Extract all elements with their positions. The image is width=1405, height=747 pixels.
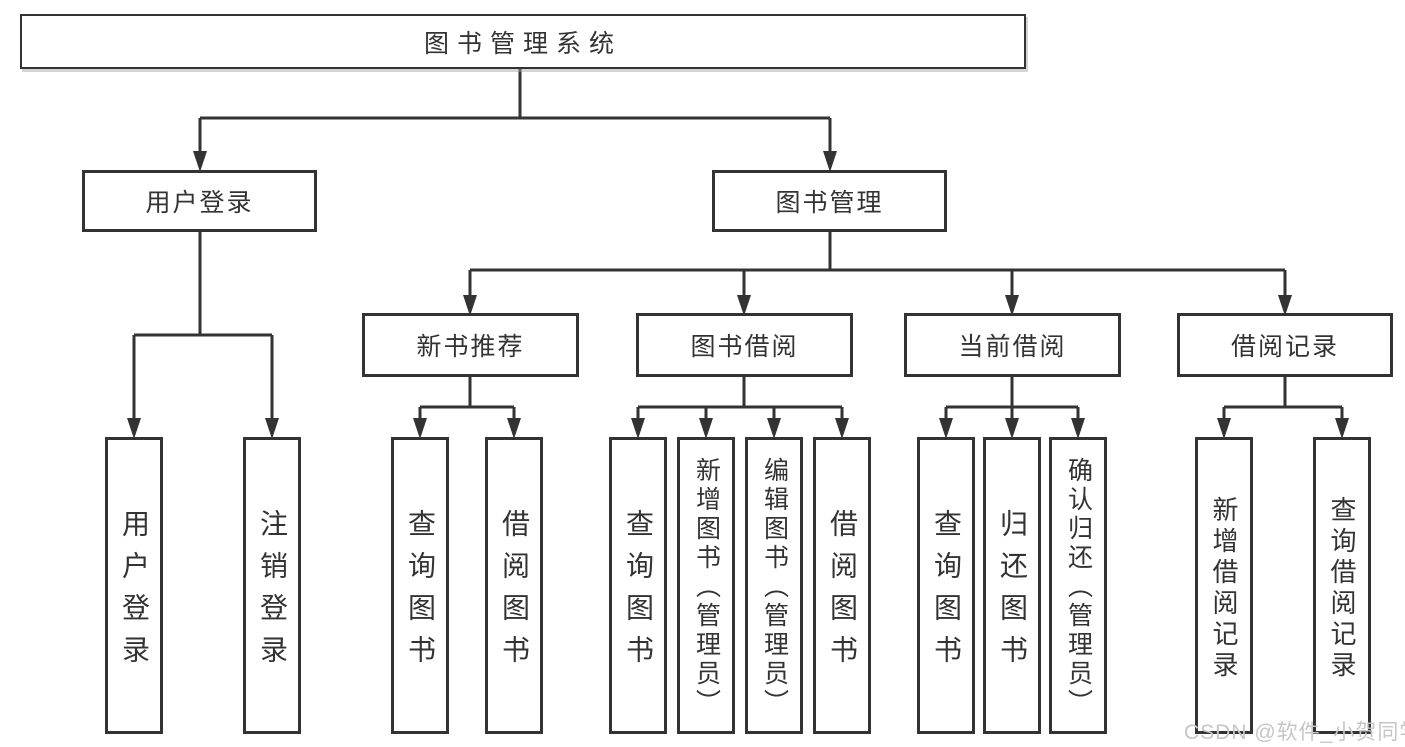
node-label: 确认归还（管理员） <box>1064 457 1093 718</box>
leaf-bb-query-books: 查询图书 <box>609 437 667 734</box>
connector-new-book-rec-to-leaves <box>418 377 516 425</box>
node-label: 新增借阅记录 <box>1209 495 1239 682</box>
node-label: 查询图书 <box>931 508 962 677</box>
leaf-rec-borrow-books: 借阅图书 <box>485 437 543 734</box>
arrowhead <box>413 418 427 439</box>
csdn-watermark: CSDN @软件_小贺同学 <box>1184 721 1405 744</box>
node-label: 图书管理 <box>775 189 884 217</box>
arrowhead <box>507 418 521 439</box>
arrowhead <box>823 151 837 172</box>
arrowhead <box>265 418 279 439</box>
node-book-management: 图书管理 <box>712 170 947 232</box>
leaf-user-login: 用户登录 <box>105 437 163 734</box>
connector-root-to-level2 <box>198 69 832 158</box>
node-label: 查询借阅记录 <box>1327 495 1357 682</box>
node-label: 图书管理系统 <box>423 29 622 58</box>
connector-book-borrow-to-leaves <box>636 377 844 425</box>
node-label: 查询图书 <box>623 508 654 677</box>
node-label: 新增图书（管理员） <box>692 457 721 718</box>
node-label: 注销登录 <box>257 508 288 677</box>
node-label: 新书推荐 <box>416 333 525 361</box>
node-book-borrowing: 图书借阅 <box>636 313 853 377</box>
node-label: 图书借阅 <box>690 333 799 361</box>
leaf-rec-query-books: 查询图书 <box>391 437 449 734</box>
node-label: 用户登录 <box>119 508 150 677</box>
arrowhead <box>1005 418 1019 439</box>
arrowhead <box>1335 418 1349 439</box>
node-user-login: 用户登录 <box>82 170 317 232</box>
arrowhead <box>939 418 953 439</box>
leaf-br-query-record: 查询借阅记录 <box>1313 437 1371 734</box>
connector-book-mgmt-to-level3 <box>468 232 1287 302</box>
leaf-bb-borrow-books: 借阅图书 <box>813 437 871 734</box>
leaf-cb-confirm-return-admin: 确认归还（管理员） <box>1049 437 1107 734</box>
node-label: 归还图书 <box>997 508 1028 677</box>
leaf-logout: 注销登录 <box>243 437 301 734</box>
arrowhead <box>1278 295 1292 316</box>
node-borrowing-records: 借阅记录 <box>1177 313 1393 377</box>
connector-borrow-records-to-leaves <box>1222 377 1344 425</box>
arrowhead <box>127 418 141 439</box>
arrowhead <box>699 418 713 439</box>
arrowhead <box>463 295 477 316</box>
leaf-br-add-record: 新增借阅记录 <box>1195 437 1253 734</box>
connector-current-borrow-to-leaves <box>944 377 1080 425</box>
leaf-cb-return-books: 归还图书 <box>983 437 1041 734</box>
leaf-bb-edit-books-admin: 编辑图书（管理员） <box>745 437 803 734</box>
node-label: 编辑图书（管理员） <box>760 457 789 718</box>
arrowhead <box>1217 418 1231 439</box>
arrowhead <box>835 418 849 439</box>
arrowhead <box>767 418 781 439</box>
arrowhead <box>1005 295 1019 316</box>
node-current-borrowing: 当前借阅 <box>904 313 1121 377</box>
node-label: 当前借阅 <box>958 333 1067 361</box>
arrowhead <box>1071 418 1085 439</box>
node-label: 借阅记录 <box>1230 333 1339 361</box>
leaf-cb-query-books: 查询图书 <box>917 437 975 734</box>
node-library-management-system: 图书管理系统 <box>20 14 1026 69</box>
connector-user-login-to-leaves <box>132 232 274 425</box>
node-new-book-recommend: 新书推荐 <box>362 313 579 377</box>
arrowhead <box>193 151 207 172</box>
node-label: 借阅图书 <box>827 508 858 677</box>
node-label: 用户登录 <box>145 189 254 217</box>
node-label: 借阅图书 <box>499 508 530 677</box>
leaf-bb-add-books-admin: 新增图书（管理员） <box>677 437 735 734</box>
arrowhead <box>737 295 751 316</box>
node-label: 查询图书 <box>405 508 436 677</box>
arrowhead <box>631 418 645 439</box>
